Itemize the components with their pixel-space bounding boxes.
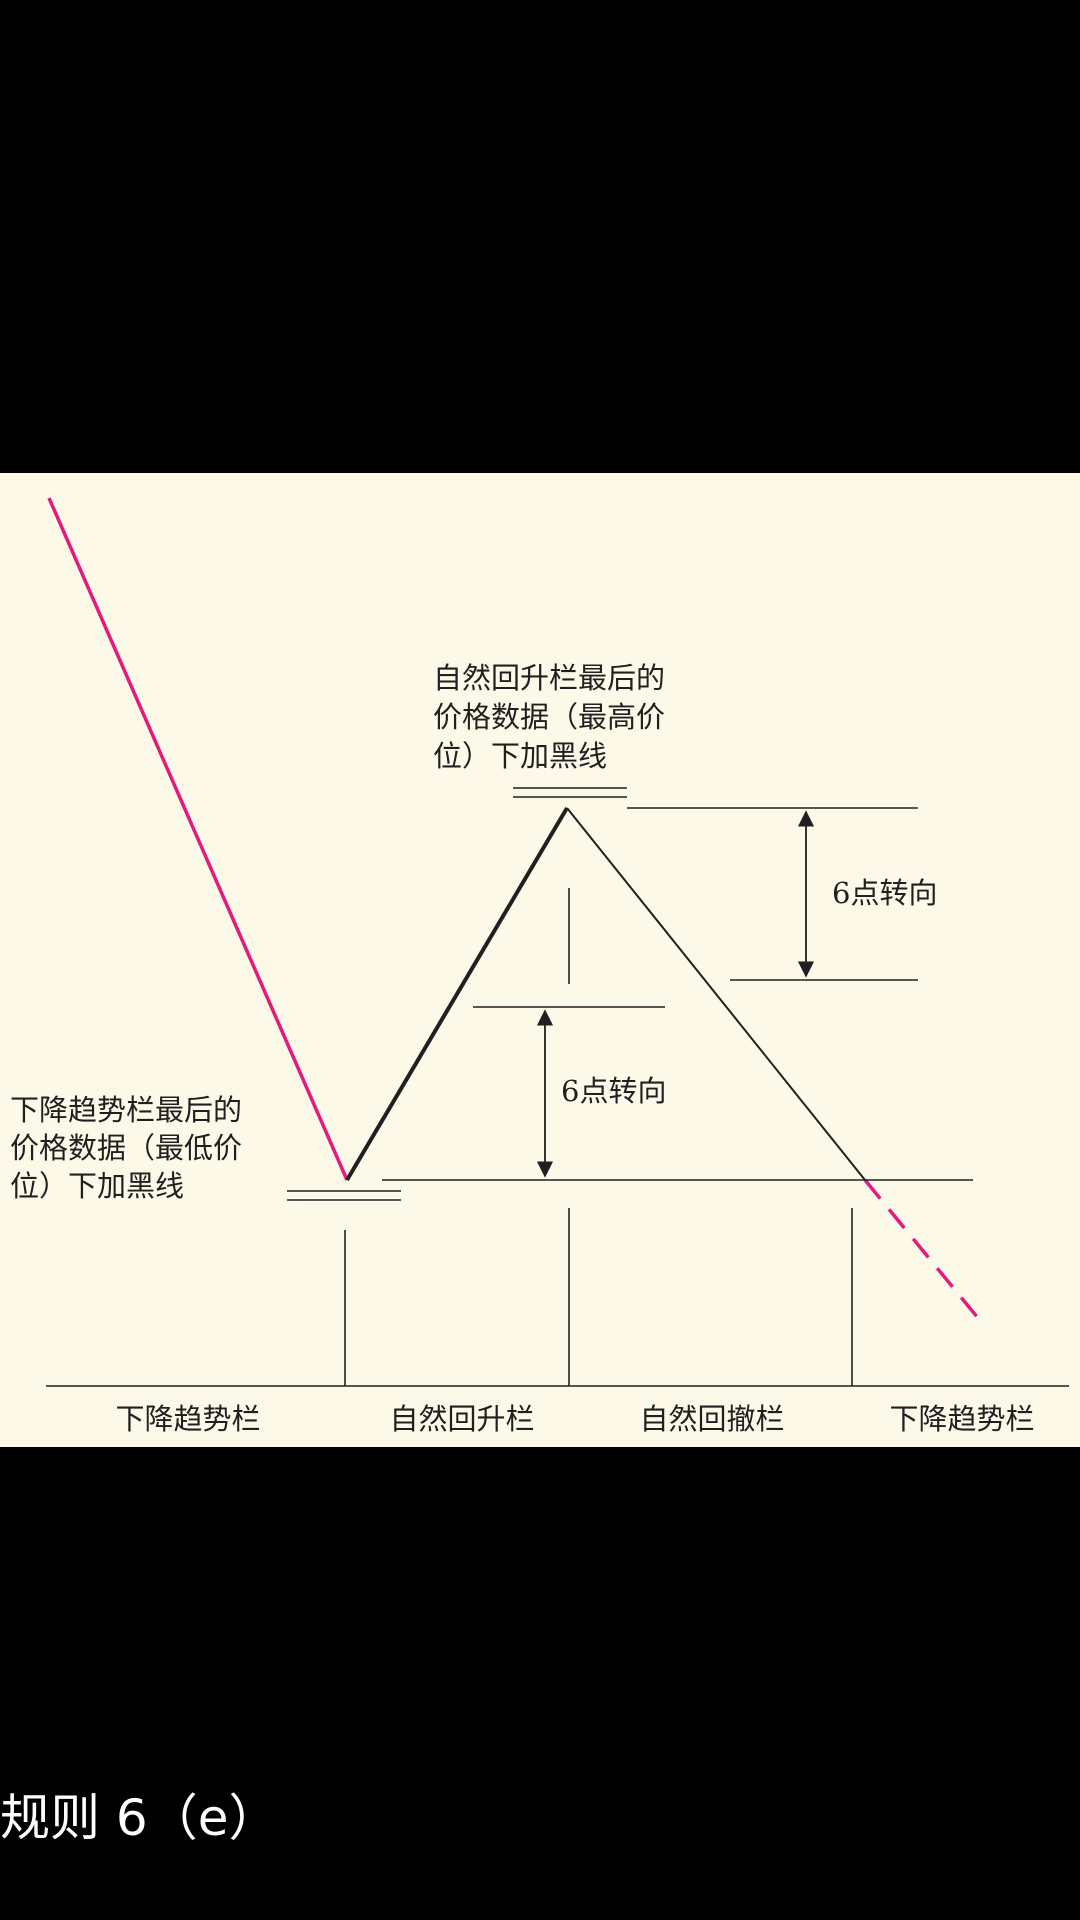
downtrend-line: [47, 497, 349, 1181]
column-label-natural-reaction: 自然回撤栏: [639, 1402, 784, 1436]
column-label-natural-rally: 自然回升栏: [389, 1402, 534, 1436]
top-note-line-1: 自然回升栏最后的: [433, 661, 665, 695]
top-note-line-2: 价格数据（最高价: [433, 700, 665, 734]
caption: 规则 6（e）: [0, 1789, 279, 1847]
reversal-label-upper: 6点转向: [832, 876, 937, 910]
top-note-line-3: 位）下加黑线: [433, 739, 607, 773]
livermore-rule-diagram: 自然回升栏最后的 价格数据（最高价 位）下加黑线 下降趋势栏最后的 价格数据（最…: [10, 497, 1069, 1436]
diagram-panel: 自然回升栏最后的 价格数据（最高价 位）下加黑线 下降趋势栏最后的 价格数据（最…: [0, 473, 1080, 1447]
reversal-label-lower: 6点转向: [561, 1074, 666, 1108]
downtrend-continuation-dashed: [863, 1178, 980, 1320]
left-note-line-3: 位）下加黑线: [10, 1169, 184, 1203]
natural-reaction-line: [566, 807, 866, 1181]
left-note-line-1: 下降趋势栏最后的: [10, 1093, 242, 1127]
column-label-downtrend-2: 下降趋势栏: [889, 1402, 1034, 1436]
natural-rally-line: [345, 806, 569, 1182]
left-note-line-2: 价格数据（最低价: [10, 1131, 242, 1165]
column-label-downtrend-1: 下降趋势栏: [115, 1402, 260, 1436]
